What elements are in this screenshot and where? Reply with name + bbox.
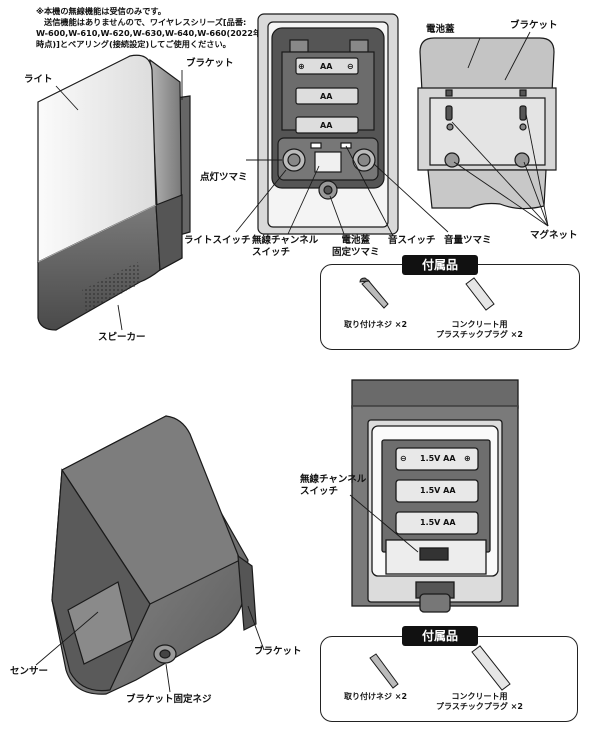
note-line: W-600,W-610,W-620,W-630,W-640,W-660(2022… <box>36 28 262 38</box>
accessories-title-bottom: 付属品 <box>402 626 478 646</box>
accessory-screw-label-bottom: 取り付けネジ ×2 <box>344 692 408 701</box>
accessory-plug-label-line2: プラスチックプラグ ×2 <box>436 330 523 339</box>
battery-label: AA <box>320 121 333 130</box>
battery-label: AA <box>320 62 333 71</box>
label-bracket-left: ブラケット <box>186 58 234 69</box>
label-wireless-switch-bottom: 無線チャンネル スイッチ <box>300 474 366 498</box>
battery-label: 1.5V AA <box>420 518 456 527</box>
battery-minus: ⊖ <box>347 62 354 71</box>
battery-compartment-top <box>257 13 399 235</box>
note-line: 時点)]とペアリング(接続設定)してご使用ください。 <box>36 39 231 49</box>
light-unit-perspective <box>37 54 191 331</box>
label-sensor: センサー <box>10 666 49 677</box>
accessory-plug-label-bottom: コンクリート用 プラスチックプラグ ×2 <box>436 692 523 712</box>
accessory-screw-bottom <box>369 653 399 689</box>
label-bracket-screw: ブラケット固定ネジ <box>126 694 212 705</box>
accessories-title-top: 付属品 <box>402 255 478 275</box>
battery-label: 1.5V AA <box>420 454 456 463</box>
accessory-plug-label-top: コンクリート用 プラスチックプラグ ×2 <box>436 320 523 340</box>
accessory-screw-label-top: 取り付けネジ ×2 <box>344 320 408 329</box>
battery-compartment-bottom <box>351 379 519 613</box>
label-bracket-right: ブラケット <box>510 20 558 31</box>
accessory-plug-label-line1: コンクリート用 <box>451 320 508 329</box>
label-lid-knob-line2: 固定ツマミ <box>332 247 380 258</box>
label-light: ライト <box>24 74 53 85</box>
label-light-switch: ライトスイッチ <box>184 235 251 246</box>
label-volume-knob: 音量ツマミ <box>444 235 492 246</box>
accessory-screw-top <box>359 277 389 309</box>
note-line: ※本機の無線機能は受信のみです。 <box>36 6 166 16</box>
label-wireless-switch-bottom-line2: スイッチ <box>300 486 339 497</box>
battery-label: 1.5V AA <box>420 486 456 495</box>
label-magnet: マグネット <box>530 230 578 241</box>
wireless-note: ※本機の無線機能は受信のみです。 送信機能はありませんので、ワイヤレスシリーズ[… <box>36 6 266 50</box>
note-line: 送信機能はありませんので、ワイヤレスシリーズ[品番: <box>44 17 247 27</box>
battery-minus: ⊖ <box>400 454 407 463</box>
label-lid-knob-line1: 電池蓋 <box>341 235 371 246</box>
label-wireless-switch-line2: スイッチ <box>252 247 291 258</box>
accessory-plug-label-bottom-line1: コンクリート用 <box>451 692 508 701</box>
label-sound-switch: 音スイッチ <box>388 235 436 246</box>
label-lid-knob: 電池蓋 固定ツマミ <box>332 235 380 259</box>
lid-and-bracket <box>417 37 557 210</box>
label-battery-lid: 電池蓋 <box>426 24 455 35</box>
accessory-plug-bottom <box>471 645 511 691</box>
battery-label: AA <box>320 92 333 101</box>
unit-underside <box>51 415 257 695</box>
label-speaker: スピーカー <box>98 332 146 343</box>
label-wireless-switch: 無線チャンネル スイッチ <box>252 235 318 259</box>
battery-plus: ⊕ <box>298 62 305 71</box>
leader-lines <box>35 31 549 693</box>
battery-plus: ⊕ <box>464 454 471 463</box>
label-bracket-bottom: ブラケット <box>254 646 302 657</box>
label-knob: 点灯ツマミ <box>200 172 248 183</box>
accessory-plug-top <box>465 277 495 311</box>
label-wireless-switch-line1: 無線チャンネル <box>252 235 319 246</box>
label-wireless-switch-bottom-line1: 無線チャンネル <box>300 474 367 485</box>
accessory-plug-label-bottom-line2: プラスチックプラグ ×2 <box>436 702 523 711</box>
